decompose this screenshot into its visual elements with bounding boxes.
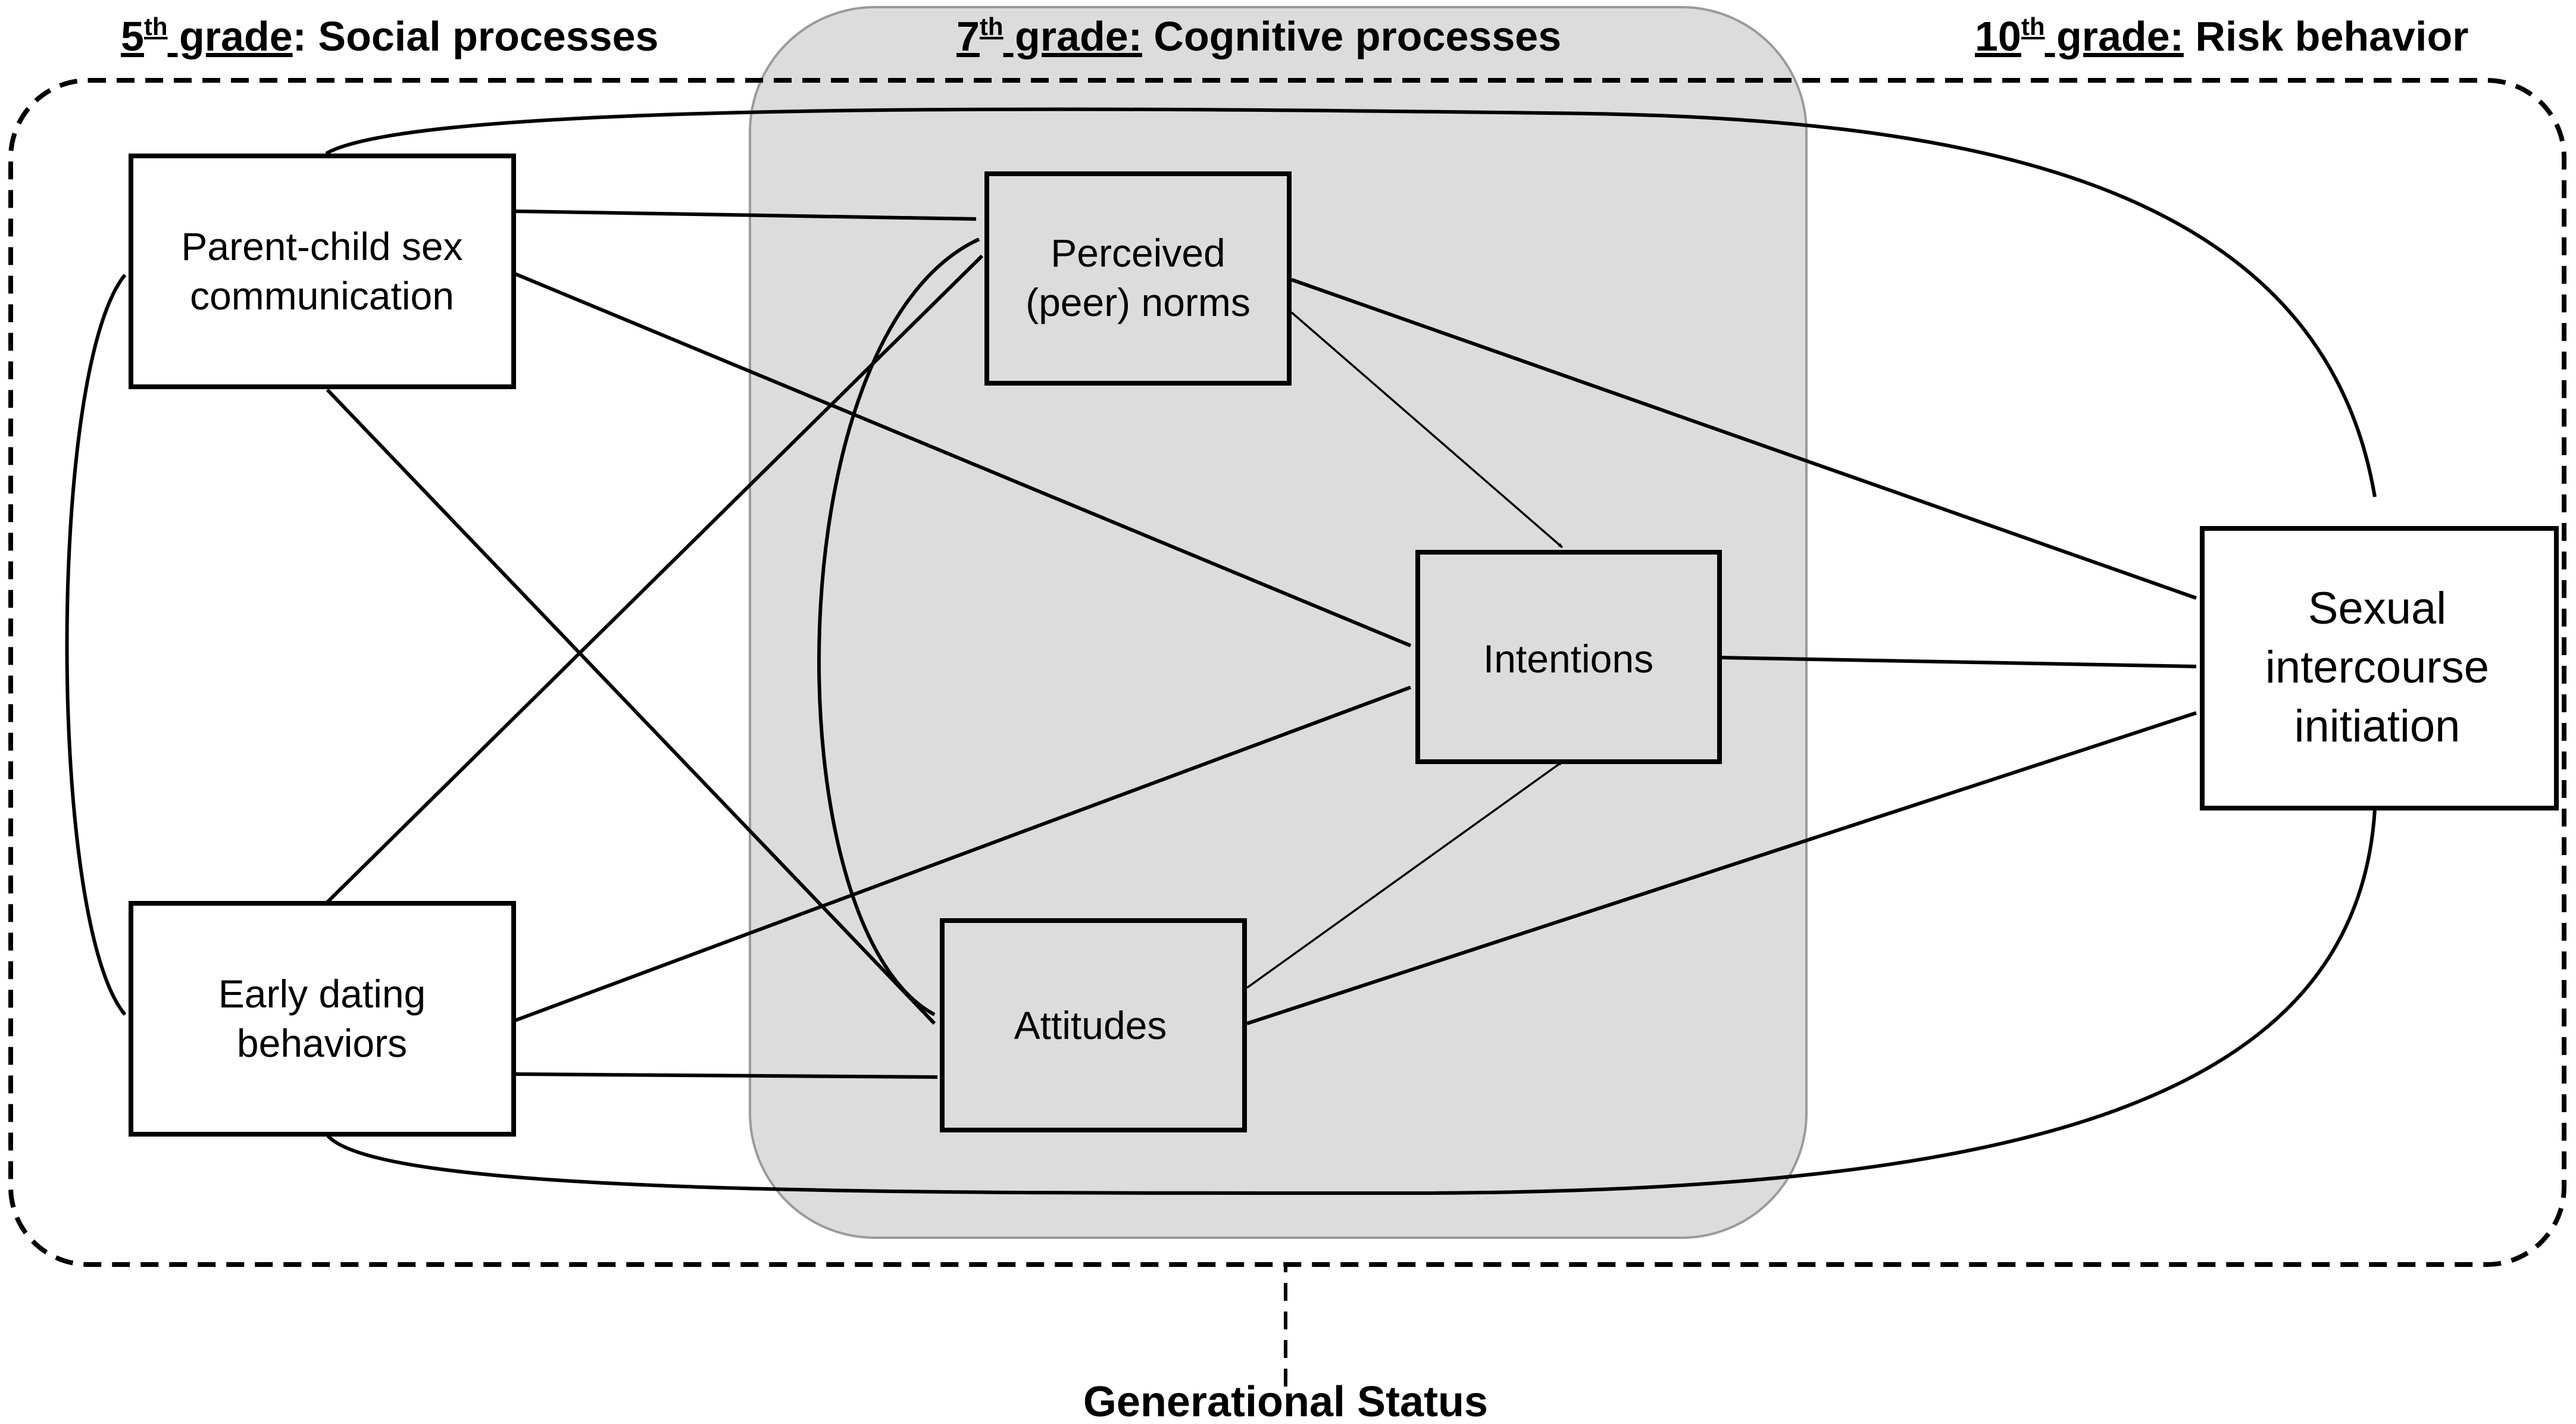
header-grade-5-colon: : (293, 13, 307, 60)
node-attitudes-box (940, 918, 1247, 1132)
node-early-dating: Early dating behaviors (129, 901, 516, 1137)
node-norms-line2: (peer) norms (1026, 280, 1251, 324)
header-grade-10-topic: Risk behavior (2184, 13, 2469, 60)
edge-dating-to-attitudes (514, 1072, 938, 1079)
node-norms-line1: Perceived (1051, 231, 1226, 275)
header-grade-5-suffix: th (144, 12, 168, 40)
node-outcome: Sexual intercourse initiation (2200, 526, 2559, 810)
header-grade-7-topic: Cognitive processes (1142, 13, 1561, 60)
header-grade-10-suffix: th (2021, 12, 2045, 40)
header-grade-7-word: grade: (1003, 13, 1142, 60)
header-grade-10-word: grade: (2045, 13, 2184, 60)
node-outcome-line3: initiation (2294, 701, 2461, 752)
edge-dating-to-outcome (324, 809, 2377, 1195)
node-norms-box (984, 171, 1292, 386)
edge-intentions-to-outcome (1720, 656, 2197, 669)
header-grade-5: 5th grade: Social processes (121, 12, 658, 60)
node-parent-child-box (129, 154, 516, 389)
node-attitudes: Attitudes (940, 918, 1247, 1132)
header-grade-10-number: 10 (1975, 13, 2021, 60)
node-outcome-box (2200, 526, 2559, 810)
edge-attitudes-to-outcome (1246, 711, 2197, 1025)
header-grade-7-number: 7 (956, 13, 980, 60)
node-outcome-line2: intercourse (2265, 642, 2489, 693)
node-outcome-line1: Sexual (2308, 583, 2446, 634)
node-norms: Perceived (peer) norms (984, 171, 1292, 386)
node-parent-child-line1: Parent-child sex (181, 224, 462, 268)
node-attitudes-label: Attitudes (1014, 1003, 1167, 1047)
node-intentions-label: Intentions (1483, 637, 1653, 681)
node-intentions-box (1415, 550, 1722, 764)
edge-parent-to-outcome (325, 107, 2377, 497)
covariance-parent-dating (65, 274, 127, 1016)
node-early-dating-line1: Early dating (218, 972, 426, 1016)
header-grade-7: 7th grade: Cognitive processes (956, 12, 1561, 60)
node-early-dating-line2: behaviors (237, 1021, 407, 1065)
node-parent-child-line2: communication (190, 274, 454, 318)
node-early-dating-box (129, 901, 516, 1137)
header-grade-10: 10th grade: Risk behavior (1975, 12, 2468, 60)
node-intentions: Intentions (1415, 550, 1722, 764)
covariance-norms-attitudes (817, 237, 980, 1016)
edges (65, 107, 2377, 1387)
edge-parent-to-attitudes (326, 388, 936, 1025)
header-grade-5-topic: Social processes (307, 13, 658, 60)
edge-parent-to-norms (514, 209, 977, 221)
header-grade-5-word: grade (168, 13, 293, 60)
edge-norms-to-outcome (1291, 278, 2197, 600)
edge-attitudes-to-intentions (1246, 760, 1564, 989)
edge-norms-to-intentions (1290, 311, 1564, 549)
header-grade-5-number: 5 (121, 13, 144, 60)
generational-status-label: Generational Status (1083, 1378, 1488, 1424)
node-parent-child: Parent-child sex communication (129, 154, 516, 389)
header-grade-7-suffix: th (980, 12, 1003, 40)
